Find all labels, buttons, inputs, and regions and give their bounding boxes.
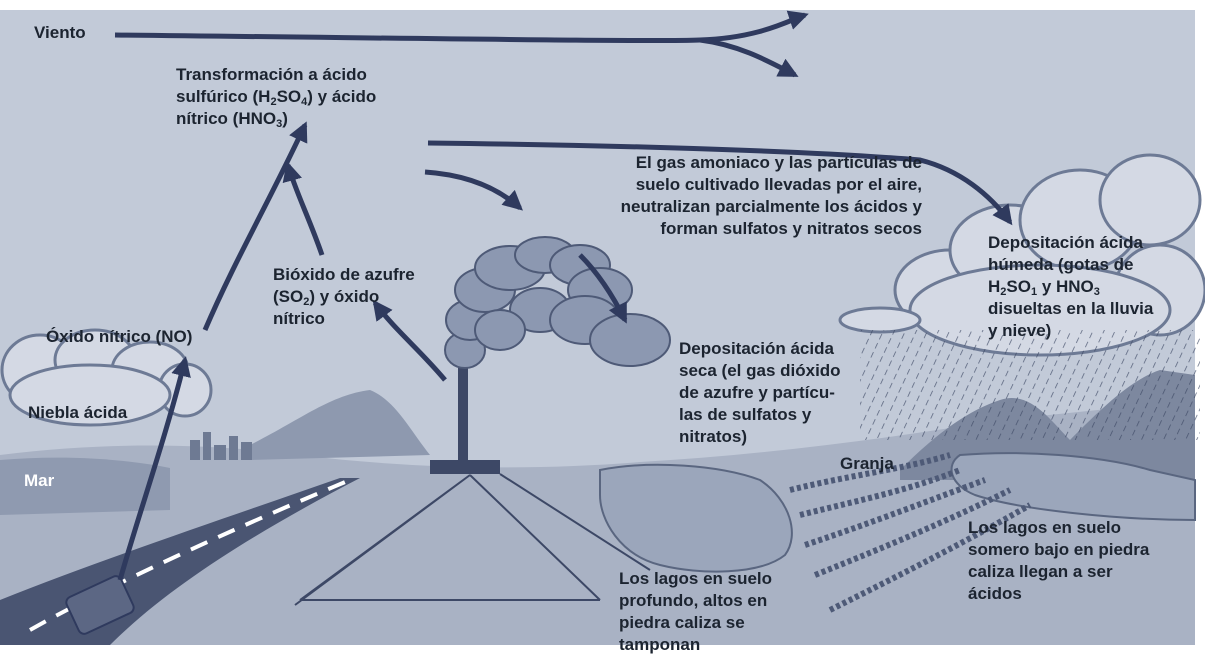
road-dashes bbox=[29, 478, 351, 632]
acid-fog-label: Niebla ácida bbox=[28, 403, 128, 422]
sea bbox=[0, 457, 170, 515]
wind-arrow-upper bbox=[114, 10, 809, 44]
factory bbox=[430, 460, 500, 474]
rain-streaks bbox=[860, 330, 1200, 440]
arrow-smoke-to-so2 bbox=[372, 299, 447, 382]
right-margin bbox=[1195, 0, 1205, 658]
arrow-no-up bbox=[202, 121, 308, 331]
car bbox=[65, 575, 135, 635]
nitric-oxide-label: Óxido nítrico (NO) bbox=[46, 327, 193, 346]
sediment-rows bbox=[789, 452, 1032, 613]
arrow-ammonia bbox=[424, 169, 523, 211]
ground bbox=[0, 400, 1195, 645]
dry-deposition-label: Depositación ácida seca (el gas dióxido … bbox=[679, 339, 841, 446]
transformation-label: Transformación a ácido sulfúrico (H2SO4)… bbox=[176, 65, 377, 130]
deep-lakes-label: Los lagos en suelo profundo, altos en pi… bbox=[619, 569, 773, 654]
fence-right bbox=[499, 473, 651, 571]
wind-arrow-lower bbox=[699, 37, 799, 78]
wind-label: Viento bbox=[34, 23, 86, 42]
wet-deposition-label: Depositación ácida húmeda (gotas de H2SO… bbox=[988, 233, 1154, 340]
arrows bbox=[114, 10, 1013, 581]
shallow-lake bbox=[950, 452, 1196, 522]
arrow-dry-deposition bbox=[578, 253, 628, 324]
top-margin bbox=[0, 0, 1205, 10]
arrow-so2-to-transformation bbox=[282, 161, 325, 256]
city-skyline bbox=[190, 432, 252, 460]
arrow-car-no bbox=[117, 356, 191, 581]
sea-label: Mar bbox=[24, 471, 55, 490]
ammonia-label: El gas amoniaco y las partículas de suel… bbox=[620, 153, 922, 238]
mountain-center bbox=[250, 390, 430, 460]
arrow-to-wet-deposition bbox=[427, 140, 1013, 226]
smokestack bbox=[458, 355, 468, 465]
farm-label: Granja bbox=[840, 454, 894, 473]
bottom-margin bbox=[0, 645, 1205, 658]
shallow-lakes-label: Los lagos en suelo somero bajo en piedra… bbox=[968, 518, 1150, 603]
sulfur-dioxide-label: Bióxido de azufre (SO2) y óxido nítrico bbox=[273, 265, 415, 328]
fence-field bbox=[300, 474, 601, 601]
deep-lake bbox=[599, 463, 793, 573]
